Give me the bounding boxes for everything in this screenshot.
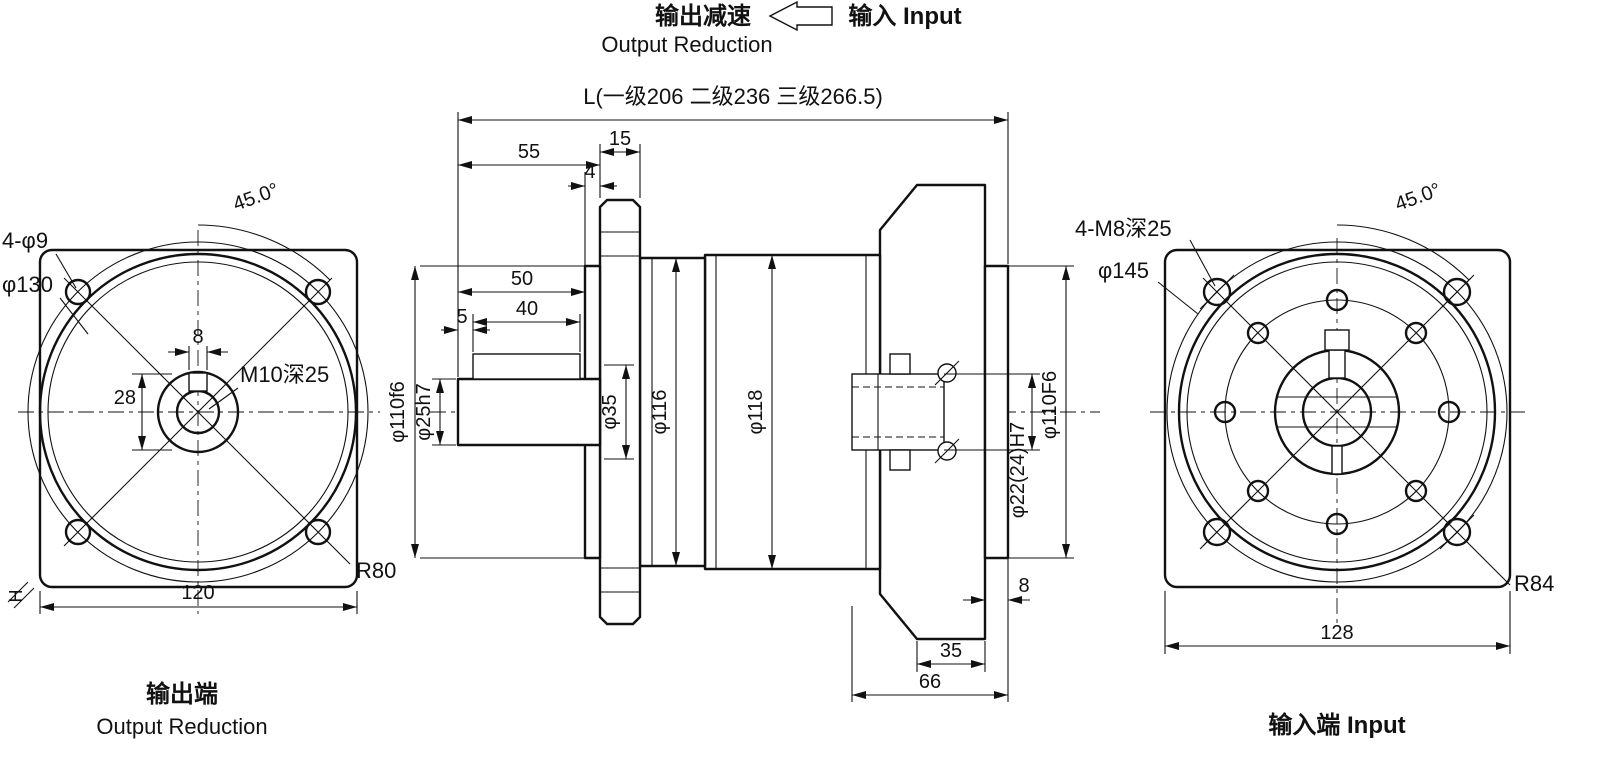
clamp-screw-head	[1324, 329, 1350, 351]
corner-tapped-hole	[1442, 517, 1472, 547]
pilot-depth-label: 8	[1018, 575, 1029, 597]
bolt-circle-130	[27, 241, 369, 583]
shaft-dia-label: φ25h7	[413, 383, 435, 440]
header-output-cjk: 输出减速	[655, 2, 751, 30]
right-caption: 输入端 Input	[1268, 711, 1405, 739]
middle-view-side-section: 50 40 5 φ110f6 φ25h7 φ35 φ116 φ118 φ22(2…	[387, 183, 1100, 702]
shaft-length-label: 50	[511, 268, 533, 290]
flange-hole	[1246, 321, 1270, 345]
input-bore-label: φ22(24)H7	[1007, 422, 1029, 518]
left-angle-label: 45.0°	[230, 179, 282, 216]
key-length-label: 40	[516, 298, 538, 320]
shoulder-dia-label: φ35	[599, 394, 621, 429]
right-square-size-label: 128	[1320, 622, 1353, 644]
body-dia2-label: φ118	[745, 390, 767, 435]
body-dia1-label: φ116	[649, 390, 671, 435]
corner-tapped-hole	[1202, 517, 1232, 547]
right-corner-radius-label: R84	[1514, 571, 1554, 596]
dim-15-label: 15	[609, 128, 631, 150]
corner-hole	[64, 278, 92, 306]
flange-hole	[1325, 512, 1349, 536]
pilot-dia-label: φ110f6	[387, 381, 409, 443]
output-hub-circle	[156, 370, 240, 454]
input-keyway	[1328, 349, 1346, 379]
input-outer-circle	[1177, 252, 1497, 572]
flange-outer-circle	[38, 252, 358, 572]
input-bore-detail	[851, 353, 960, 471]
output-shaft	[456, 377, 602, 447]
header: 输出减速 输入 Input Output Reduction	[601, 0, 962, 57]
corner-tapped-hole	[1442, 277, 1472, 307]
bell-length-label: 35	[940, 640, 962, 662]
flange-hole	[1404, 321, 1428, 345]
corner-tapped-hole	[1202, 277, 1232, 307]
flange-hole	[1213, 400, 1237, 424]
header-input-label: 输入 Input	[848, 2, 961, 30]
dim-4-label: 4	[584, 161, 595, 183]
left-caption-cjk: 输出端	[146, 680, 218, 708]
key-offset-label: 5	[456, 306, 467, 328]
angle-arc	[1336, 224, 1470, 281]
dim-55-label: 55	[518, 141, 540, 163]
bolt-circle-145	[1166, 241, 1508, 583]
hub-width-label: 28	[114, 387, 136, 409]
input-pilot-label: φ110F6	[1039, 371, 1061, 439]
inner-bolt-circle	[1224, 299, 1450, 525]
key-width-label: 8	[192, 326, 203, 348]
flange-hole	[1437, 400, 1461, 424]
corner-hole	[304, 518, 332, 546]
output-keyway	[188, 372, 208, 392]
right-corner-holes-label: 4-M8深25	[1075, 216, 1172, 241]
input-length-label: 66	[919, 671, 941, 693]
section-mark-label: H	[6, 590, 26, 603]
flange-hole	[1246, 479, 1270, 503]
section-mark: H	[6, 581, 35, 609]
left-caption-en: Output Reduction	[96, 714, 267, 739]
input-flange-square	[1163, 248, 1512, 589]
left-bolt-circle-label: φ130	[2, 272, 53, 297]
direction-arrow-icon	[768, 0, 833, 32]
flange-hole	[1404, 479, 1428, 503]
dim-total-length-label: L(一级206 二级236 三级266.5)	[583, 84, 883, 109]
input-spigot-plate	[983, 264, 1010, 560]
top-dimensions: L(一级206 二级236 三级266.5) 55 15 4	[457, 84, 1009, 377]
left-corner-radius-label: R80	[356, 558, 396, 583]
shaft-key	[472, 353, 581, 380]
corner-hole	[64, 518, 92, 546]
left-corner-holes-label: 4-φ9	[2, 228, 48, 253]
clamp-slit	[1331, 445, 1343, 475]
center-tap-label: M10深25	[240, 362, 329, 387]
header-output-en: Output Reduction	[601, 32, 772, 57]
left-square-size-label: 120	[181, 582, 214, 604]
flange-hole	[1325, 288, 1349, 312]
gear-body	[703, 253, 882, 571]
angle-arc	[197, 224, 331, 281]
right-angle-label: 45.0°	[1392, 179, 1444, 216]
right-view-input-end: 45.0° 4-M8深25 φ145 R84 128 输入端 Input	[1075, 179, 1554, 739]
right-bolt-circle-label: φ145	[1098, 258, 1149, 283]
corner-hole	[304, 278, 332, 306]
left-view-output-end: 45.0° 4-φ9 φ130 8 M10深25 28 R80 120 H 输出…	[2, 179, 396, 739]
